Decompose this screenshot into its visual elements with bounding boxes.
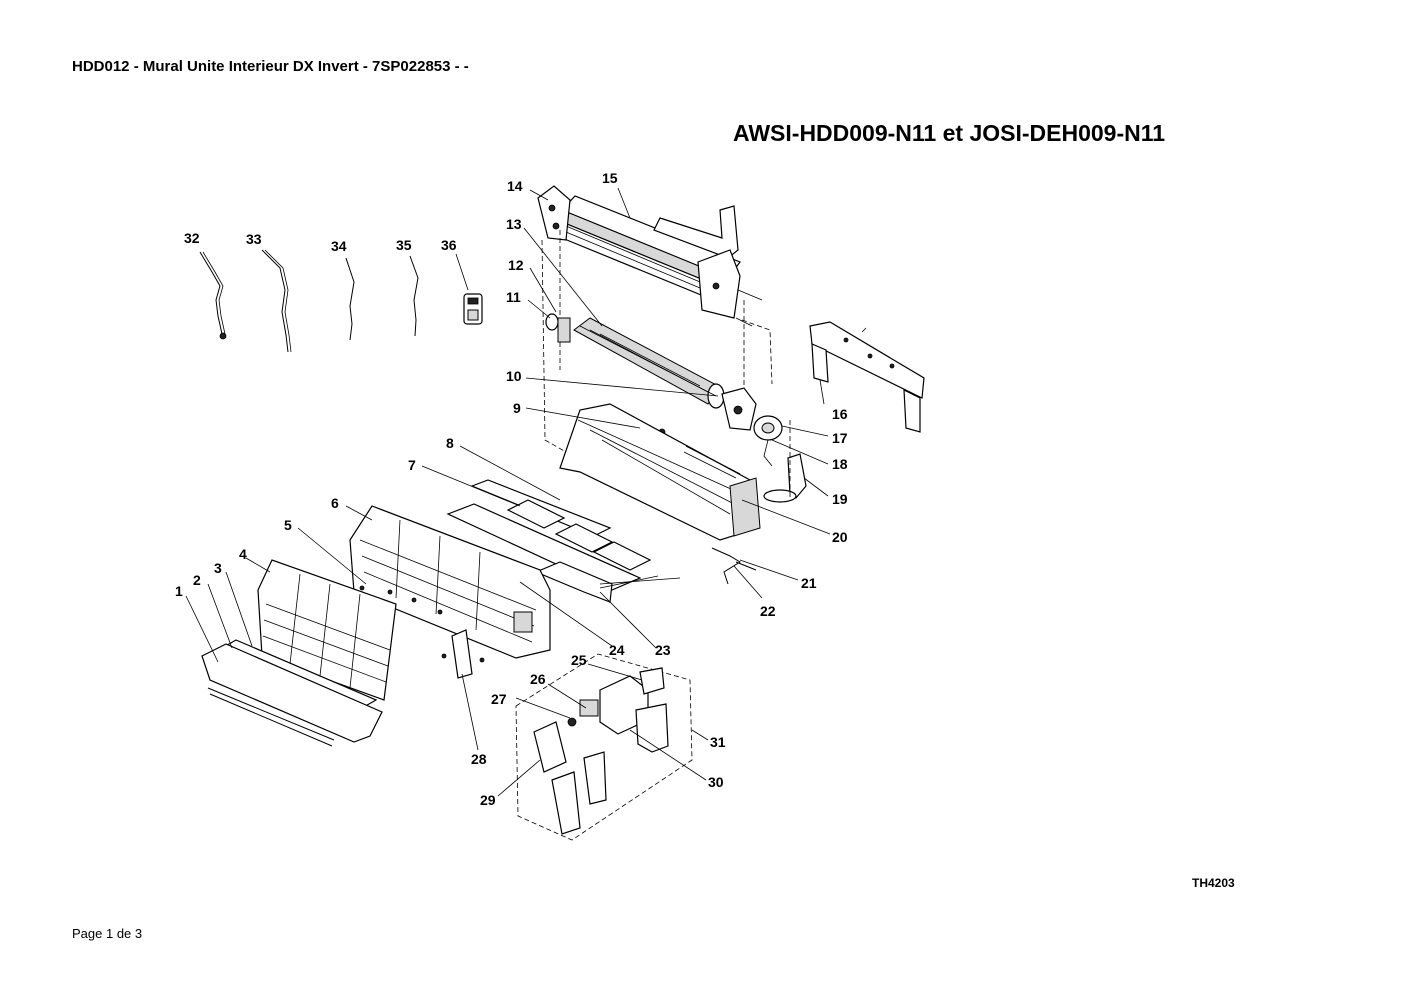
callout-18: 18 [832,456,848,472]
coil-end-plate-right [697,249,763,327]
chassis-body [559,403,761,541]
refrigerant-pipe [653,205,739,259]
cable-part-35 [409,255,419,337]
callout-36: 36 [441,237,457,253]
callout-10: 10 [506,368,522,384]
document-header-title: HDD012 - Mural Unite Interieur DX Invert… [72,58,469,75]
mounting-plate-part-16 [809,321,925,433]
callout-25: 25 [571,652,587,668]
remote-control-part-36 [455,253,483,325]
callout-33: 33 [246,231,262,247]
callout-22: 22 [760,603,776,619]
callout-5: 5 [284,517,292,533]
callout-26: 26 [530,671,546,687]
screws-part-5 [359,585,443,615]
callout-30: 30 [708,774,724,790]
cable-part-34 [345,257,355,341]
callout-4: 4 [239,546,247,562]
display-bracket-part-28 [441,629,485,679]
leader-lines [185,187,831,797]
callout-32: 32 [184,230,200,246]
front-panel-part-2 [201,643,383,743]
callout-7: 7 [408,457,416,473]
drain-hose-part-20 [763,420,797,503]
pcb-part-29 [533,721,567,773]
transformer-part-26 [579,699,599,717]
callout-2: 2 [193,572,201,588]
callout-6: 6 [331,495,339,511]
callout-14: 14 [507,178,523,194]
callout-labels: 1 2 3 4 5 6 7 8 9 10 11 12 13 14 15 16 1… [175,170,848,808]
wiring-harness-part-21 [711,547,757,585]
callout-17: 17 [832,430,848,446]
cable-part-33 [261,249,292,353]
main-pcb-part-30 [551,703,669,835]
callout-12: 12 [508,257,524,273]
callout-16: 16 [832,406,848,422]
callout-31: 31 [710,734,726,750]
page-number: Page 1 de 3 [72,926,143,941]
diagram-title: AWSI-HDD009-N11 et JOSI-DEH009-N11 [733,120,1166,146]
callout-19: 19 [832,491,848,507]
bearing-holder-part-12 [557,317,571,343]
callout-28: 28 [471,751,487,767]
control-box-group-part-31 [515,653,693,841]
vertical-louvre-part-7 [506,499,652,571]
callout-1: 1 [175,583,183,599]
capillary-tube [683,445,741,479]
callout-13: 13 [506,216,522,232]
callout-21: 21 [801,575,817,591]
cable-part-32 [199,251,227,340]
callout-34: 34 [331,238,347,254]
callout-3: 3 [214,560,222,576]
callout-35: 35 [396,237,412,253]
callout-24: 24 [609,642,625,658]
callout-9: 9 [513,400,521,416]
flap-part-23 [534,561,613,603]
fan-motor-part-17 [753,415,783,467]
callout-20: 20 [832,529,848,545]
coil-end-plate-part-14 [537,185,571,241]
callout-29: 29 [480,792,496,808]
decor-strip-part-1 [207,687,335,747]
cross-flow-fan-part-10 [573,317,725,409]
callout-27: 27 [491,691,507,707]
callout-15: 15 [602,170,618,186]
drawing-reference-code: TH4203 [1192,876,1235,890]
connector-part-27 [567,717,577,727]
callout-23: 23 [655,642,671,658]
motor-holder [721,387,757,431]
callout-11: 11 [506,289,521,305]
callout-8: 8 [446,435,454,451]
